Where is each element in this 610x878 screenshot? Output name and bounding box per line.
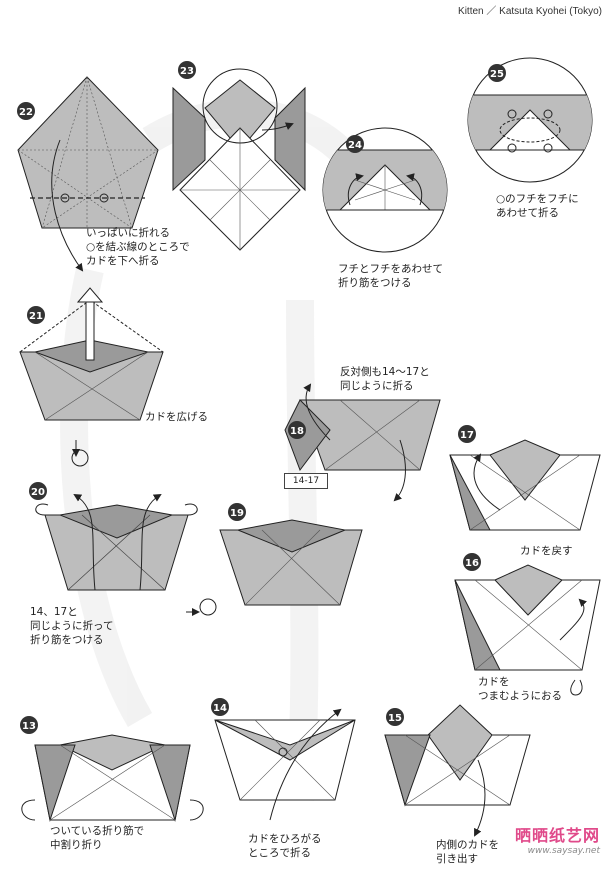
step-15-caption: 内側のカドを引き出す [436, 839, 499, 865]
step-number: 18 [290, 426, 304, 437]
step-17-caption: カドを戻す [520, 545, 573, 557]
step-17-figure [449, 439, 601, 531]
step-number: 17 [460, 430, 474, 441]
step-number: 23 [180, 66, 194, 77]
step-22-figure [17, 76, 159, 272]
watermark-url: www.saysay.net [527, 846, 600, 856]
step-21-figure [19, 287, 164, 421]
step-24-figure [322, 127, 448, 253]
step-16-caption: カドをつまむようにおる [478, 676, 562, 702]
step-15-figure [384, 704, 531, 837]
watermark: 晒晒纸艺网 www.saysay.net [515, 822, 600, 856]
step-number: 24 [348, 140, 362, 151]
step-23-figure [172, 68, 306, 251]
step-24-caption: フチとフチをあわせて折り筋をつける [338, 263, 443, 289]
header-credit: Kitten ／ Katsuta Kyohei (Tokyo) [458, 6, 602, 17]
step-number: 20 [31, 487, 45, 498]
step-number: 15 [388, 713, 402, 724]
watermark-brand: 晒晒纸艺网 [514, 826, 600, 845]
step-25-caption: ○のフチをフチにあわせて折る [496, 193, 579, 219]
step-number-badges [17, 61, 506, 734]
step-13-caption: ついている折り筋で中割り折り [50, 825, 145, 851]
step-14-figure [214, 708, 356, 821]
step-number: 25 [490, 69, 504, 80]
step-reference-box: 14-17 [284, 473, 328, 489]
step-number: 22 [19, 107, 33, 118]
turn-over-symbol [186, 598, 217, 616]
step-13-figure [21, 734, 204, 822]
step-25-figure [467, 57, 593, 183]
step-14-caption: カドをひろがるところで折る [248, 833, 322, 859]
step-19-figure [219, 519, 363, 606]
step-18-figure [284, 383, 441, 502]
turn-over-symbol [71, 440, 89, 467]
step-number: 14 [213, 703, 227, 714]
step-number: 13 [22, 721, 36, 732]
step-22-caption: いっぱいに折れる○を結ぶ線のところでカドを下へ折る [86, 227, 190, 267]
step-number: 21 [29, 311, 43, 322]
step-21-caption: カドを広げる [145, 411, 208, 423]
step-18-caption: 反対側も14～17と同じように折る [340, 366, 430, 392]
step-20-figure [35, 493, 198, 591]
step-16-figure [454, 564, 601, 696]
step-number: 19 [230, 508, 244, 519]
step-20-caption: 14、17と同じように折って折り筋をつける [30, 606, 114, 646]
step-number: 16 [465, 558, 479, 569]
